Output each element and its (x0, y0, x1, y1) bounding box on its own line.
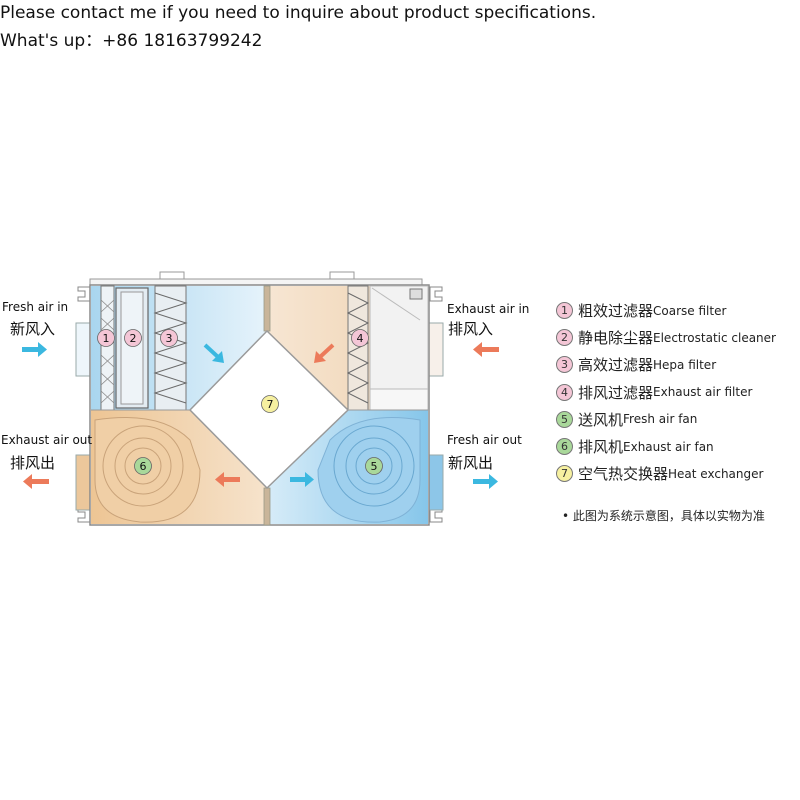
marker-fresh-fan-num: 5 (371, 460, 378, 473)
legend-en: Exhaust air filter (653, 385, 753, 400)
duct-fresh-in (75, 322, 92, 377)
legend-zh: 排风过滤器 (578, 383, 654, 402)
legend-num: 3 (556, 356, 573, 374)
legend-zh: 静电除尘器 (578, 329, 654, 348)
marker-electrostatic-num: 2 (130, 332, 137, 345)
control-box-lower (369, 388, 429, 411)
exhaust-filter-pleats (346, 292, 370, 404)
center-divider-bottom (263, 487, 271, 526)
arrow-inner-exhaust-left (215, 472, 240, 487)
label-fresh-in-zh: 新风入 (10, 320, 55, 338)
label-exhaust-in-en: Exhaust air in (447, 302, 529, 316)
bracket-right-top (429, 286, 443, 302)
duct-exhaust-out (75, 454, 92, 511)
legend-num: 7 (556, 465, 573, 483)
legend-zh: 排风机 (578, 438, 624, 457)
control-box (369, 285, 429, 390)
legend-item-exhaust-air-filter: 4 排风过滤器 Exhaust air filter (556, 379, 776, 406)
duct-fresh-out (427, 454, 444, 511)
marker-exhaust-filter-num: 4 (357, 332, 364, 345)
marker-coarse-filter: 1 (97, 329, 115, 347)
bracket-left-top (77, 286, 91, 302)
label-exhaust-out-zh: 排风出 (10, 454, 55, 472)
marker-heat-exchanger: 7 (261, 395, 279, 413)
arrow-exhaust-in (473, 342, 499, 357)
legend-en: Fresh air fan (623, 412, 698, 427)
arrow-inner-fresh-diag (203, 343, 224, 363)
label-fresh-out-en: Fresh air out (447, 433, 522, 447)
fresh-fan-rings (333, 425, 415, 507)
duct-exhaust-in (427, 322, 444, 377)
label-fresh-in-en: Fresh air in (2, 300, 68, 314)
legend-num: 2 (556, 329, 573, 347)
coarse-filter-mesh (100, 299, 115, 404)
legend-en: Heat exchanger (668, 466, 764, 481)
marker-heat-exchanger-num: 7 (267, 398, 274, 411)
legend-item-exhaust-air-fan: 6 排风机 Exhaust air fan (556, 433, 776, 460)
casing-top (89, 278, 423, 286)
legend-num: 5 (556, 410, 573, 428)
legend: 1 粗效过滤器 Coarse filter 2 静电除尘器 Electrosta… (556, 297, 776, 487)
marker-hepa-filter: 3 (160, 329, 178, 347)
legend-num: 1 (556, 302, 573, 320)
label-exhaust-out-en: Exhaust air out (1, 433, 92, 447)
center-divider-top (263, 285, 271, 332)
control-terminal (409, 288, 423, 300)
coarse-filter-frame (100, 285, 115, 411)
marker-exhaust-fan: 6 (134, 457, 152, 475)
marker-fresh-fan: 5 (365, 457, 383, 475)
legend-zh: 空气热交换器 (578, 465, 669, 484)
legend-item-hepa-filter: 3 高效过滤器 Hepa filter (556, 351, 776, 378)
arrow-exhaust-out (23, 474, 49, 489)
arrow-inner-exhaust-diag (314, 343, 335, 363)
marker-electrostatic: 2 (124, 329, 142, 347)
legend-num: 4 (556, 383, 573, 401)
arrow-fresh-in (22, 342, 47, 357)
contact-line: Please contact me if you need to inquire… (0, 3, 597, 23)
marker-exhaust-fan-num: 6 (140, 460, 147, 473)
legend-zh: 粗效过滤器 (578, 302, 654, 321)
legend-en: Hepa filter (653, 357, 717, 372)
legend-zh: 高效过滤器 (578, 356, 654, 375)
hepa-filter-pleats (153, 292, 188, 404)
legend-en: Exhaust air fan (623, 439, 714, 454)
legend-en: Electrostatic cleaner (653, 330, 776, 345)
exhaust-fan-rings (102, 425, 184, 507)
legend-item-electrostatic-cleaner: 2 静电除尘器 Electrostatic cleaner (556, 324, 776, 351)
arrow-inner-fresh-right (290, 472, 314, 487)
legend-item-heat-exchanger: 7 空气热交换器 Heat exchanger (556, 460, 776, 487)
phone-line: What's up：+86 18163799242 (0, 31, 263, 51)
legend-en: Coarse filter (653, 303, 727, 318)
legend-item-fresh-air-fan: 5 送风机 Fresh air fan (556, 406, 776, 433)
marker-exhaust-filter: 4 (351, 329, 369, 347)
legend-num: 6 (556, 438, 573, 456)
diagram-note: • 此图为系统示意图，具体以实物为准 (562, 509, 765, 523)
legend-item-coarse-filter: 1 粗效过滤器 Coarse filter (556, 297, 776, 324)
label-fresh-out-zh: 新风出 (448, 454, 493, 472)
marker-coarse-filter-num: 1 (103, 332, 110, 345)
bracket-right-bottom (429, 507, 443, 523)
marker-hepa-filter-num: 3 (166, 332, 173, 345)
label-exhaust-in-zh: 排风入 (448, 320, 493, 338)
legend-zh: 送风机 (578, 410, 624, 429)
arrow-fresh-out (473, 474, 498, 489)
